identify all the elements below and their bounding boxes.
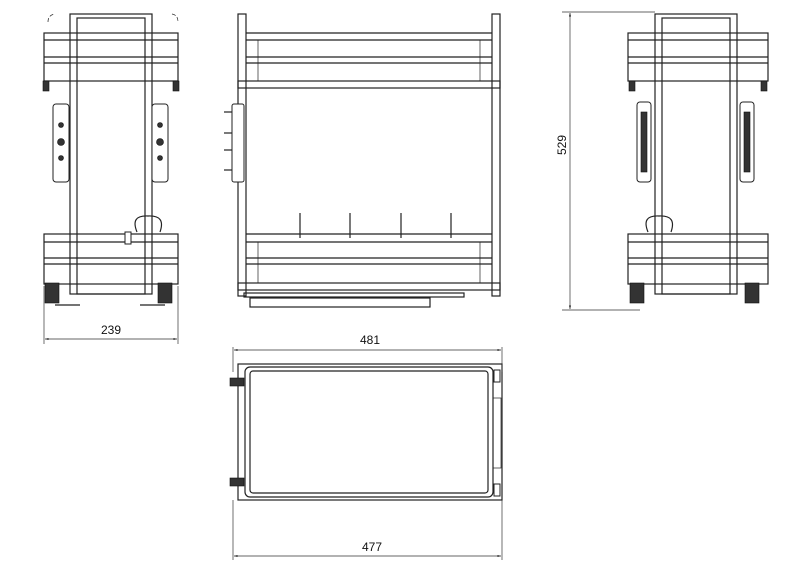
upper-shelf (237, 32, 501, 89)
side-view (224, 13, 501, 308)
dimension-481: 481 (232, 333, 503, 372)
upper-basket (42, 32, 180, 92)
tray-outer (244, 366, 494, 498)
bracket-pins (224, 111, 232, 171)
mounting-bracket-right (151, 103, 169, 183)
side-bracket (231, 103, 245, 183)
rear-bracket-right (739, 101, 755, 183)
front-view: 239 (42, 13, 180, 344)
runner-left (44, 282, 80, 306)
mounting-bracket-left (52, 103, 70, 183)
dimension-239: 239 (43, 286, 179, 344)
tray-inner (249, 370, 489, 494)
hook (134, 215, 163, 233)
dimension-label-477: 477 (362, 540, 382, 554)
lower-shelf (237, 233, 501, 291)
dimension-529: 529 (555, 11, 655, 311)
slide-rail (243, 292, 465, 308)
rear-bracket-left (636, 101, 652, 183)
dimension-label-529: 529 (555, 135, 569, 155)
post-rear (491, 13, 501, 297)
handle-frame (69, 13, 153, 295)
runner-right (140, 282, 173, 306)
dimension-label-481: 481 (360, 333, 380, 347)
dimension-label-239: 239 (101, 323, 121, 337)
top-view: 481 477 (229, 333, 503, 560)
rear-view: 529 (555, 11, 769, 311)
lower-basket (43, 231, 179, 285)
dimension-477: 477 (232, 500, 503, 560)
